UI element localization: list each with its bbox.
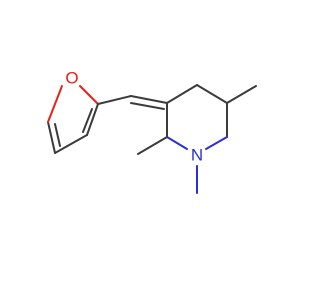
methyl-c5 <box>226 85 257 104</box>
bond-c4-c5-pip <box>196 84 228 104</box>
structure-diagram: O N <box>47 69 257 194</box>
bond-c2-c3 <box>86 103 99 136</box>
bond-c2-c3-inner <box>82 108 93 133</box>
bond-c4-c5 <box>47 121 56 154</box>
bond-n-c2 <box>166 136 188 150</box>
furan-ring <box>47 85 99 154</box>
methyl-groups <box>137 85 257 194</box>
bond-o-c2 <box>79 85 99 105</box>
bond-c2-vinyl <box>97 95 132 105</box>
bond-c3-c4-pip <box>166 84 198 104</box>
piperidine-ring <box>166 84 228 150</box>
bond-c6-n <box>205 136 228 150</box>
bond-c3-c4 <box>54 134 88 154</box>
bond-vinyl-c3-inner <box>130 102 165 110</box>
nitrogen-atom-label: N <box>191 146 203 165</box>
exocyclic-linker <box>97 95 168 110</box>
methyl-c2 <box>137 136 168 155</box>
bond-c4-c5-inner <box>54 123 61 147</box>
bond-c5-o <box>47 85 63 123</box>
oxygen-atom-label: O <box>65 69 78 88</box>
bond-vinyl-c3 <box>130 95 168 104</box>
